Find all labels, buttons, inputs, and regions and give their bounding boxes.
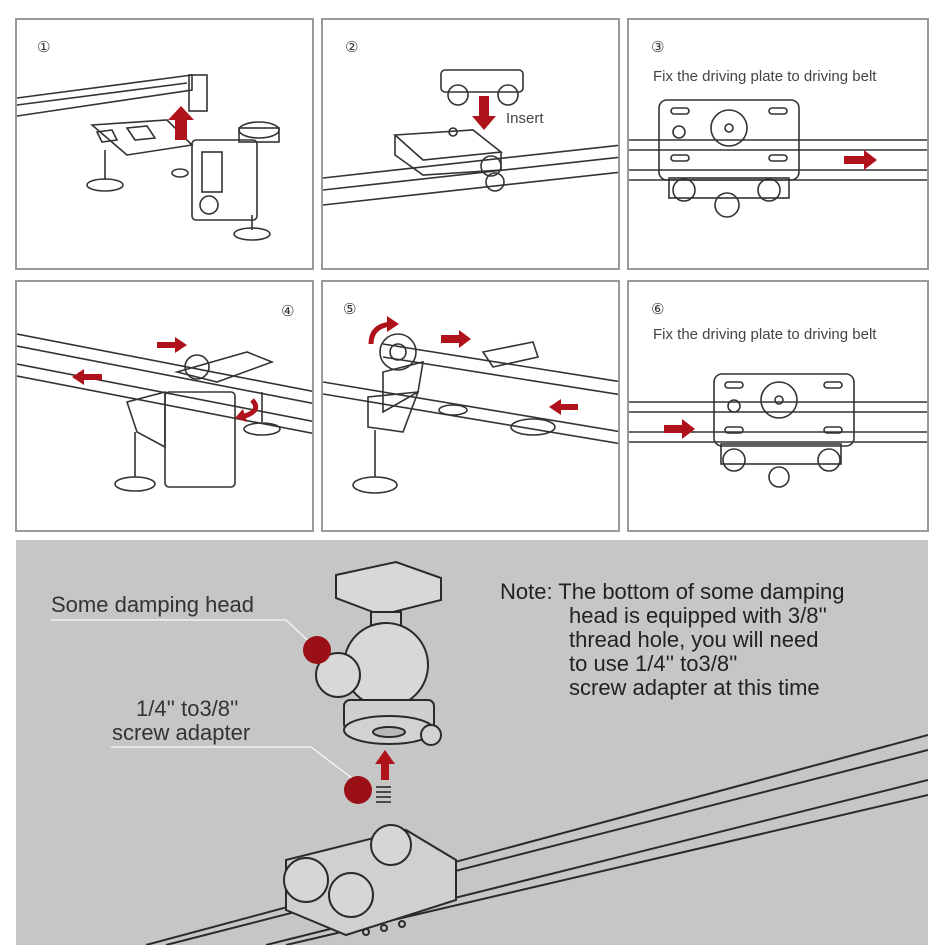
note-line-5: screw adapter at this time <box>569 675 820 700</box>
note-text: Note: The bottom of some damping head is… <box>500 580 844 700</box>
step-3-caption: Fix the driving plate to driving belt <box>653 68 877 85</box>
rotate-arrow-icon <box>235 398 259 422</box>
step-5-number: ⑤ <box>343 300 357 318</box>
step-3-number: ③ <box>651 38 665 56</box>
right-arrow-icon <box>441 330 471 348</box>
step-5-illustration <box>323 316 618 494</box>
adapter-label-line1: 1/4'' to3/8'' <box>136 696 239 721</box>
step-4-illustration <box>17 333 312 492</box>
damping-head-section: Some damping head 1/4'' to3/8'' screw ad… <box>16 540 928 945</box>
step-1-number: ① <box>37 38 51 56</box>
damping-head-label: Some damping head <box>51 592 255 617</box>
step-2-caption: Insert <box>506 110 544 127</box>
step-6-number: ⑥ <box>651 300 665 318</box>
step-6-panel: ⑥ Fix the driving plate to driving belt <box>627 280 929 532</box>
step-1-panel: ① <box>15 18 314 270</box>
step-1-illustration <box>17 74 280 241</box>
down-arrow-icon <box>472 96 496 130</box>
rotate-arrow-icon <box>368 316 399 345</box>
right-arrow-icon <box>157 337 187 353</box>
adapter-label-line2: screw adapter <box>112 720 251 745</box>
left-arrow-icon <box>549 399 578 415</box>
up-arrow-icon <box>168 106 194 140</box>
head-marker <box>303 636 331 664</box>
right-arrow-icon <box>844 150 877 170</box>
step-2-number: ② <box>345 38 359 56</box>
step-3-illustration <box>629 99 927 218</box>
step-3-panel: ③ Fix the driving plate to driving belt <box>627 18 929 270</box>
adapter-marker <box>344 776 372 804</box>
step-6-illustration <box>629 373 927 488</box>
left-arrow-icon <box>72 369 102 385</box>
step-6-caption: Fix the driving plate to driving belt <box>653 326 877 343</box>
step-4-panel: ④ <box>15 280 314 532</box>
note-line-4: to use 1/4'' to3/8'' <box>569 651 738 676</box>
note-line-1: Note: The bottom of some damping <box>500 579 845 604</box>
step-2-panel: ② Insert <box>321 18 620 270</box>
step-4-number: ④ <box>281 302 295 320</box>
step-5-panel: ⑤ <box>321 280 620 532</box>
damping-head-illustration <box>51 560 928 945</box>
note-line-2: head is equipped with 3/8'' <box>569 603 827 628</box>
note-line-3: thread hole, you will need <box>569 627 819 652</box>
step-2-illustration <box>323 69 618 206</box>
right-arrow-icon <box>664 419 695 439</box>
up-arrow-icon <box>375 750 395 780</box>
